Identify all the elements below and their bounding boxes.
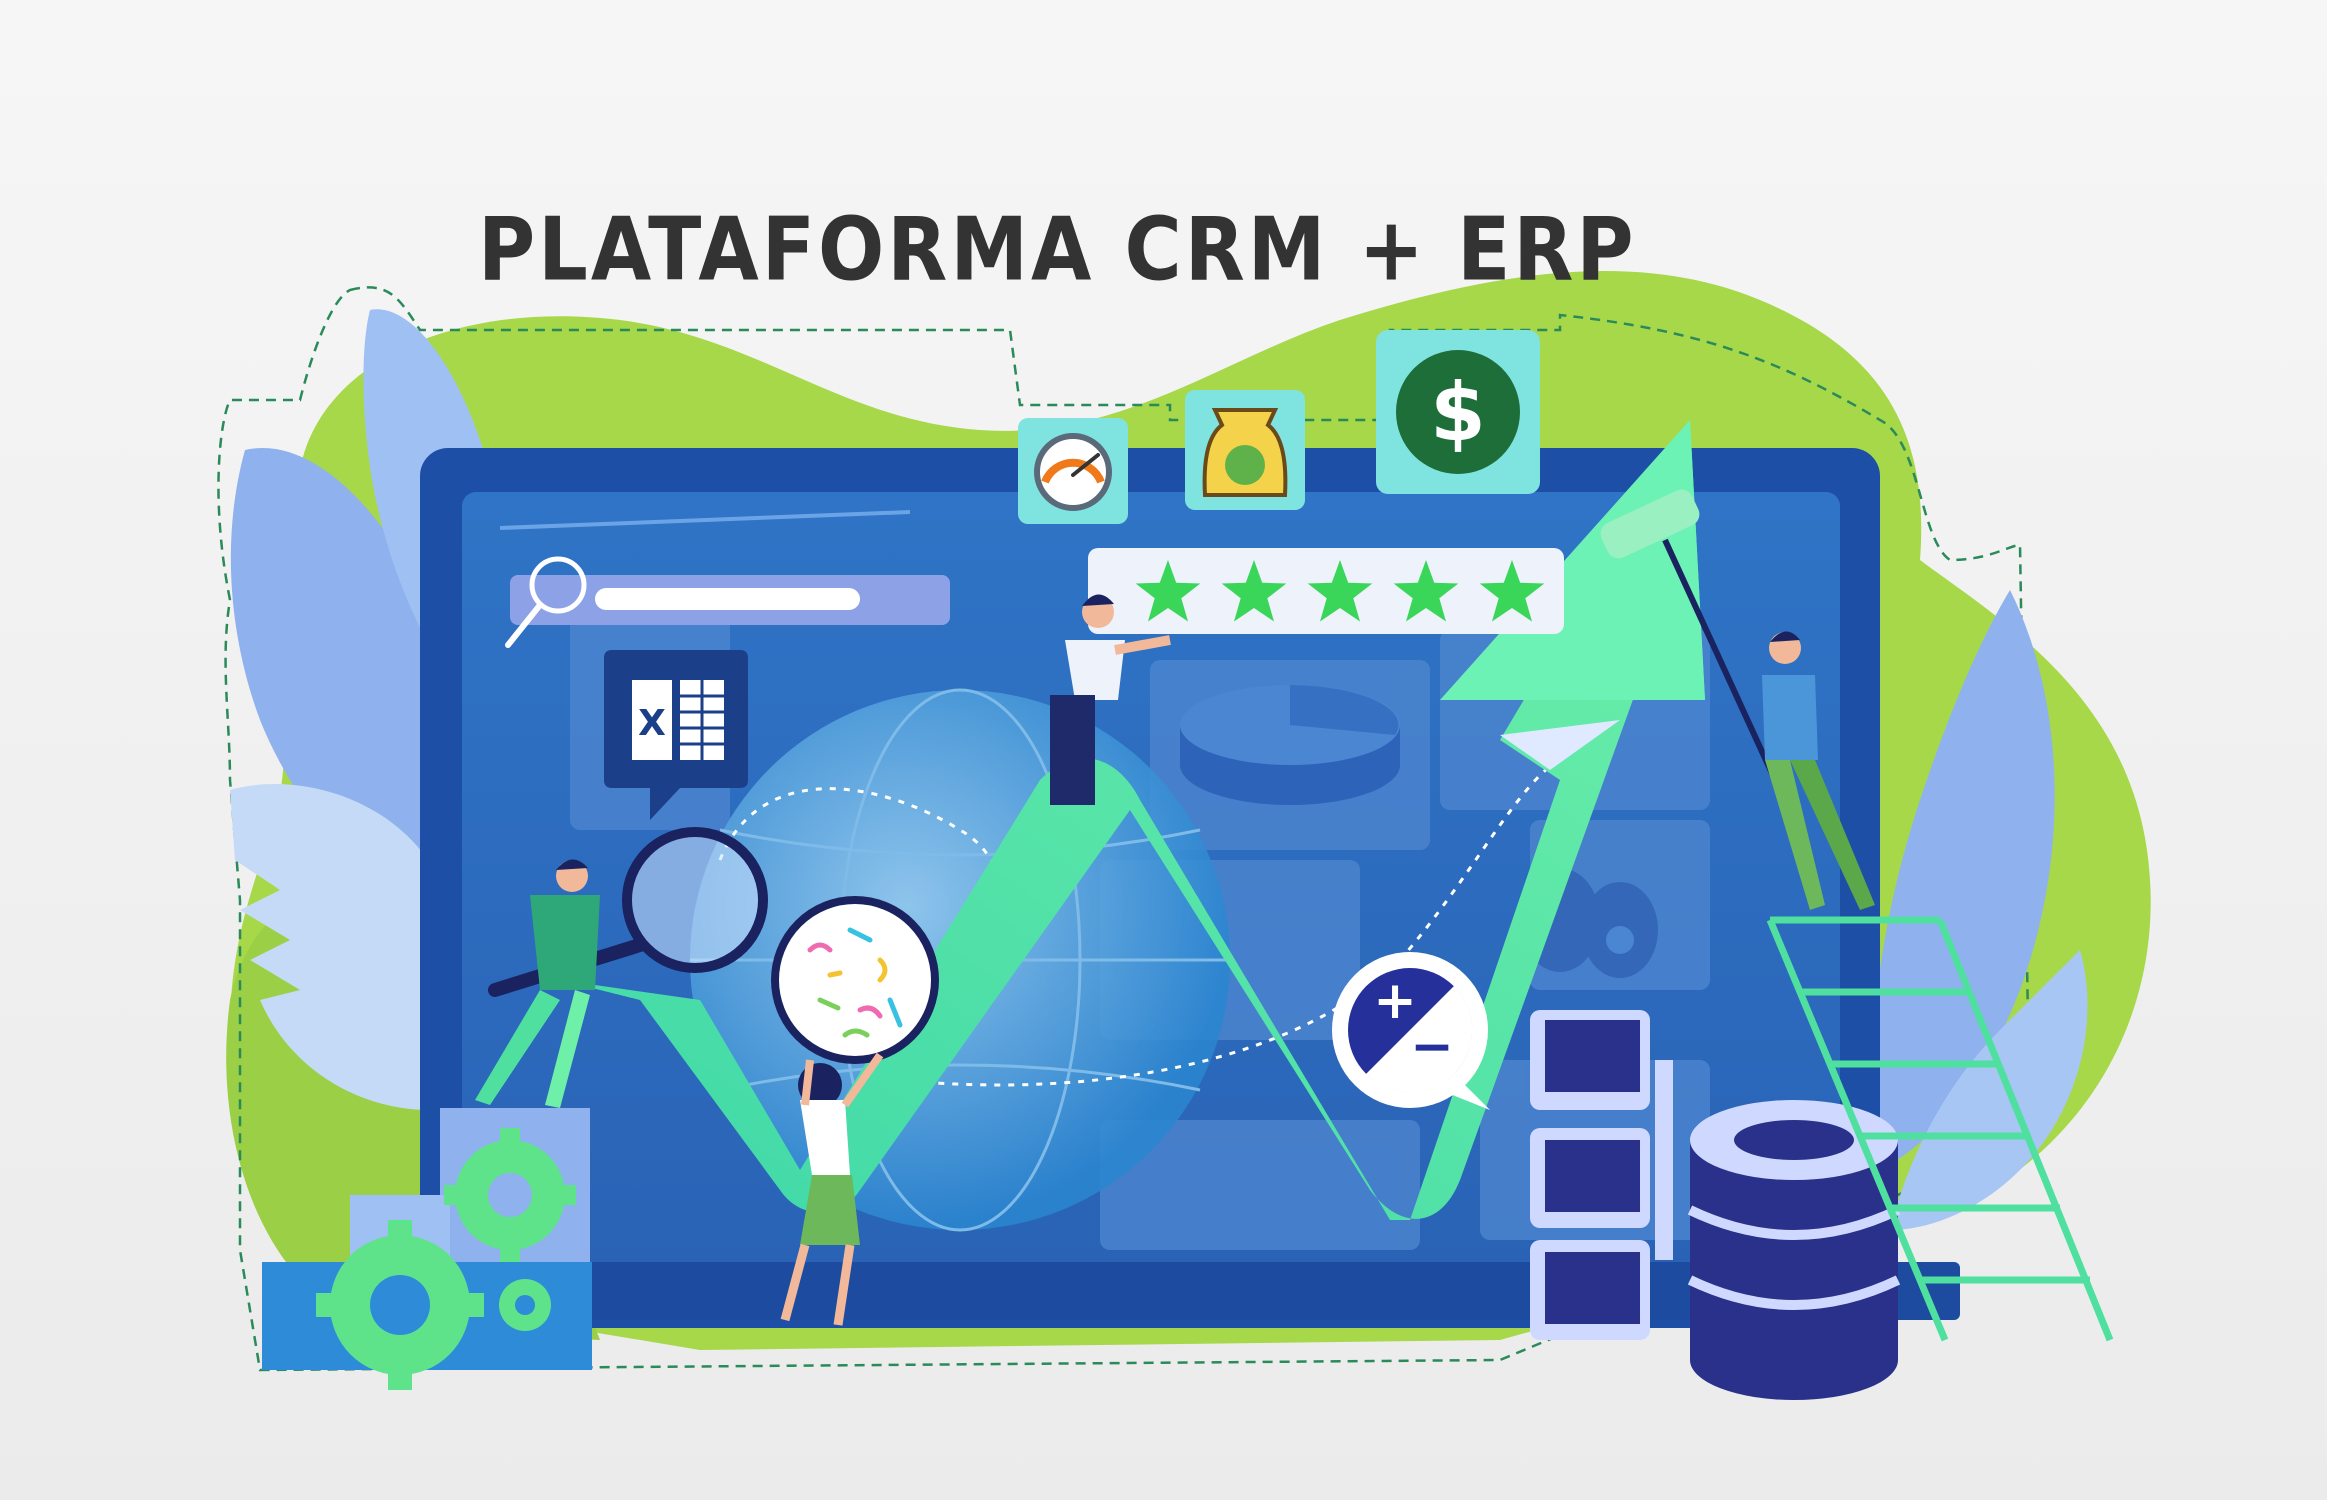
star-icon [1393,560,1459,622]
star-icon [1221,560,1287,622]
svg-text:−: − [1410,1017,1454,1077]
gear-icon [330,1140,565,1375]
search-bar-field [595,588,860,610]
spreadsheet-letter: X [638,703,666,744]
star-rating [1135,560,1545,622]
spreadsheet-icon: X [604,650,748,820]
gear-teeth [316,1128,576,1390]
search-icon [505,556,587,648]
star-icon [1479,560,1545,622]
leaf-right-large [1872,590,2055,1170]
speedometer-badge [1018,418,1128,524]
leaf-left-large [230,447,482,960]
plus-minus-icon: + − [1332,952,1490,1110]
star-icon [1135,560,1201,622]
produce-graphic [1520,868,1658,978]
database-icon [1687,1100,1901,1400]
bacteria-lens-icon [771,896,939,1064]
svg-text:+: + [1373,971,1417,1031]
paint-roller [1600,489,1778,782]
person-on-ladder [1762,631,1875,910]
star-icon [1307,560,1373,622]
dollar-symbol: $ [1430,366,1486,459]
paper-plane-icon [1500,720,1620,770]
leaf-right-small [1890,950,2088,1230]
dollar-badge: $ [1376,330,1540,494]
page-title: PLATAFORMA CRM + ERP [478,200,1637,301]
person-with-star [1050,594,1171,805]
dashed-outline [217,286,2032,1372]
seed-bag-badge [1185,390,1305,510]
person-with-magnifier [475,859,600,1108]
ladder [1766,916,2114,1342]
pie-chart-graphic [1180,685,1400,805]
person-holding-lens [780,1052,884,1326]
folder-stack [1530,1010,1673,1340]
monstera-leaf [230,784,462,1110]
screen-top-line [499,510,911,530]
